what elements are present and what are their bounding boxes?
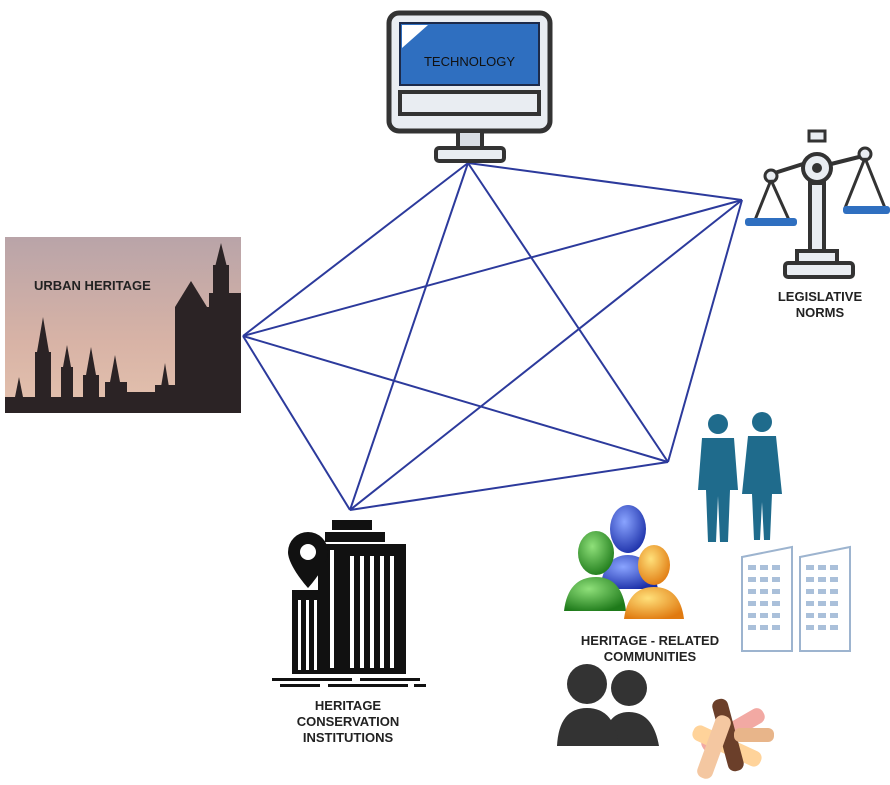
institutions-label: HERITAGE CONSERVATION INSTITUTIONS: [268, 698, 428, 746]
edge-legislative-communities: [667, 199, 743, 463]
edge-urban-communities: [242, 335, 669, 463]
institutions-node: [270, 520, 430, 695]
people-group-icon: [560, 503, 688, 621]
technology-label: TECHNOLOGY: [423, 54, 515, 69]
urban-heritage-node: URBAN HERITAGE: [5, 237, 241, 413]
legislative-label-line2: NORMS: [795, 305, 845, 320]
communities-label-line1: HERITAGE - RELATED: [580, 633, 720, 648]
edge-technology-urban: [242, 162, 469, 337]
edge-legislative-urban: [242, 199, 743, 337]
skyline-photo: [5, 237, 241, 413]
communities-label: HERITAGE - RELATED COMMUNITIES: [560, 633, 740, 665]
edge-urban-institutions: [242, 335, 351, 511]
office-buildings-icon: [740, 545, 858, 653]
technology-node: TECHNOLOGY: [386, 10, 556, 165]
urban-heritage-label: URBAN HERITAGE: [34, 278, 151, 293]
institutions-label-line3: INSTITUTIONS: [302, 730, 394, 745]
legislative-label-line1: LEGISLATIVE: [777, 289, 863, 304]
edge-institutions-communities: [349, 461, 669, 511]
edge-legislative-institutions: [349, 199, 743, 511]
institutions-label-line1: HERITAGE: [314, 698, 382, 713]
silhouettes-icon: [555, 662, 665, 747]
edge-technology-institutions: [349, 162, 469, 511]
institutions-label-line2: CONSERVATION: [296, 714, 400, 729]
edge-technology-communities: [467, 162, 669, 463]
monitor-icon: [386, 10, 553, 163]
legislative-node: [745, 128, 890, 283]
communities-label-line2: COMMUNITIES: [603, 649, 697, 664]
edge-technology-legislative: [467, 162, 743, 201]
building-location-icon: [272, 520, 426, 687]
legislative-label: LEGISLATIVE NORMS: [760, 289, 880, 321]
business-people-icon: [692, 410, 792, 545]
scales-icon: [745, 129, 890, 279]
hands-unity-icon: [676, 688, 786, 785]
